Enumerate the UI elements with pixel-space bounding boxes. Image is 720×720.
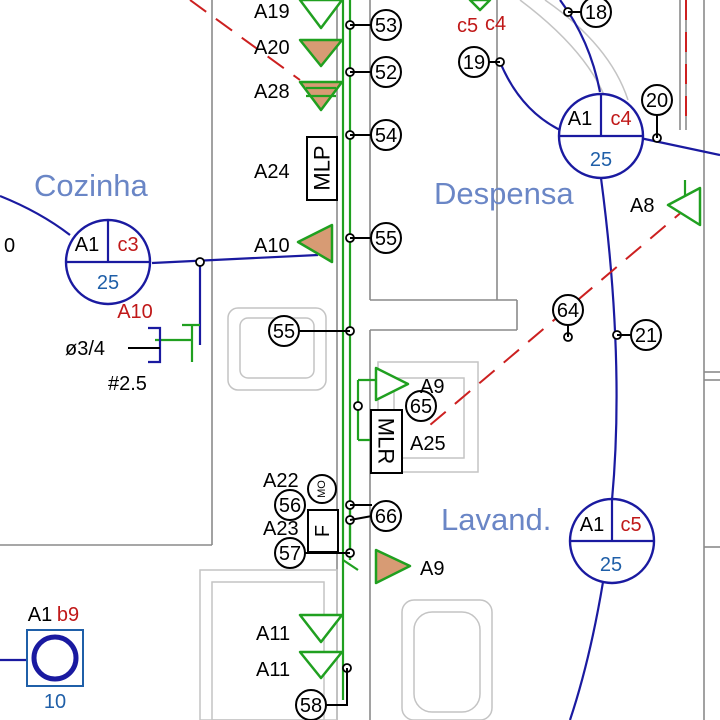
svg-text:A1: A1 <box>28 604 52 626</box>
svg-text:25: 25 <box>590 149 612 171</box>
node-54: 54 <box>370 119 402 151</box>
fixture-laundry: A1 c5 25 <box>568 497 656 585</box>
room-label-laundry: Lavand. <box>441 502 551 537</box>
room-label-pantry: Despensa <box>434 176 574 211</box>
svg-text:54: 54 <box>375 125 397 147</box>
leader-lines <box>299 11 658 706</box>
svg-text:18: 18 <box>585 2 607 24</box>
outlet-a11-bottom <box>298 650 344 680</box>
node-18: 18 <box>580 0 612 28</box>
outlet-a11-top <box>298 613 344 644</box>
svg-text:57: 57 <box>279 543 301 565</box>
svg-text:A9: A9 <box>420 558 444 580</box>
svg-text:66: 66 <box>375 506 397 528</box>
svg-text:c3: c3 <box>117 234 138 256</box>
furniture <box>199 0 629 720</box>
svg-text:A8: A8 <box>630 195 654 217</box>
svg-text:A9: A9 <box>420 376 444 398</box>
svg-text:A10: A10 <box>254 235 290 257</box>
svg-text:A24: A24 <box>254 161 290 183</box>
svg-text:A11: A11 <box>256 659 290 681</box>
svg-text:55: 55 <box>375 228 397 250</box>
svg-text:MLR: MLR <box>374 418 399 464</box>
svg-text:19: 19 <box>463 52 485 74</box>
svg-text:MLP: MLP <box>310 145 335 190</box>
svg-text:b9: b9 <box>57 604 79 626</box>
svg-text:A1: A1 <box>568 108 592 130</box>
outlet-a8 <box>666 186 702 227</box>
fixture-ceiling-b9: A1 b9 10 <box>26 604 84 713</box>
svg-text:55: 55 <box>273 321 295 343</box>
svg-text:25: 25 <box>97 272 119 294</box>
svg-text:c5: c5 <box>620 514 641 536</box>
svg-text:A25: A25 <box>410 433 446 455</box>
svg-text:#2.5: #2.5 <box>108 373 147 395</box>
svg-text:64: 64 <box>557 300 579 322</box>
motor-mo: MO <box>307 474 337 504</box>
outlet-top-green <box>468 0 492 12</box>
node-19: 19 <box>458 46 490 78</box>
outlets <box>296 0 702 680</box>
svg-text:A28: A28 <box>254 81 290 103</box>
kitchen-sink <box>227 307 327 391</box>
floor-strip-left <box>0 0 212 720</box>
svg-text:20: 20 <box>646 90 668 112</box>
outlet-a10 <box>296 223 334 264</box>
svg-text:MO: MO <box>316 480 328 498</box>
node-55-lower: 55 <box>268 315 300 347</box>
conductor-note: A10 ø3/4 #2.5 <box>65 301 162 395</box>
node-56: 56 <box>274 489 306 521</box>
svg-text:A23: A23 <box>263 518 299 540</box>
svg-text:ø3/4: ø3/4 <box>65 338 105 360</box>
equipment-f: F <box>307 509 339 553</box>
outlet-a19 <box>298 0 344 30</box>
partial-label-left: 0 <box>4 235 15 257</box>
node-57: 57 <box>274 537 306 569</box>
outlet-a9-top <box>374 366 410 402</box>
node-52: 52 <box>370 56 402 88</box>
outlet-labels: A19 A20 A28 A24 A10 A8 A9 A25 A22 A23 A9… <box>254 1 654 681</box>
svg-text:A19: A19 <box>254 1 290 23</box>
svg-text:53: 53 <box>375 15 397 37</box>
node-64: 64 <box>552 294 584 326</box>
top-label-c4: c4 <box>485 13 506 35</box>
svg-text:A1: A1 <box>75 234 99 256</box>
panel-mlr: MLR <box>370 409 403 474</box>
svg-text:52: 52 <box>375 62 397 84</box>
node-58: 58 <box>295 689 327 720</box>
node-55-upper: 55 <box>370 222 402 254</box>
outlet-a20 <box>298 38 344 68</box>
svg-text:A1: A1 <box>580 514 604 536</box>
svg-text:A10: A10 <box>117 301 153 323</box>
room-label-kitchen: Cozinha <box>34 168 148 203</box>
fixture-kitchen: A1 c3 25 <box>64 218 152 306</box>
fixture-pantry: A1 c4 25 <box>557 92 645 180</box>
svg-text:56: 56 <box>279 495 301 517</box>
svg-text:F: F <box>312 525 334 537</box>
svg-text:10: 10 <box>44 691 66 713</box>
svg-text:65: 65 <box>410 396 432 418</box>
top-label-c5: c5 <box>457 15 478 37</box>
node-53: 53 <box>370 9 402 41</box>
node-21: 21 <box>630 319 662 351</box>
svg-text:c4: c4 <box>610 108 631 130</box>
node-20: 20 <box>641 84 673 116</box>
panel-mlp: MLP <box>306 136 338 201</box>
laundry-tank <box>401 599 493 720</box>
svg-text:21: 21 <box>635 325 657 347</box>
outlet-a9-bottom <box>374 548 412 585</box>
svg-text:58: 58 <box>300 695 322 717</box>
svg-text:A22: A22 <box>263 470 299 492</box>
svg-text:A11: A11 <box>256 623 290 645</box>
node-65: 65 <box>405 390 437 422</box>
svg-text:25: 25 <box>600 554 622 576</box>
room-labels: Cozinha Despensa Lavand. <box>34 168 574 537</box>
node-66: 66 <box>370 500 402 532</box>
svg-text:A20: A20 <box>254 37 290 59</box>
